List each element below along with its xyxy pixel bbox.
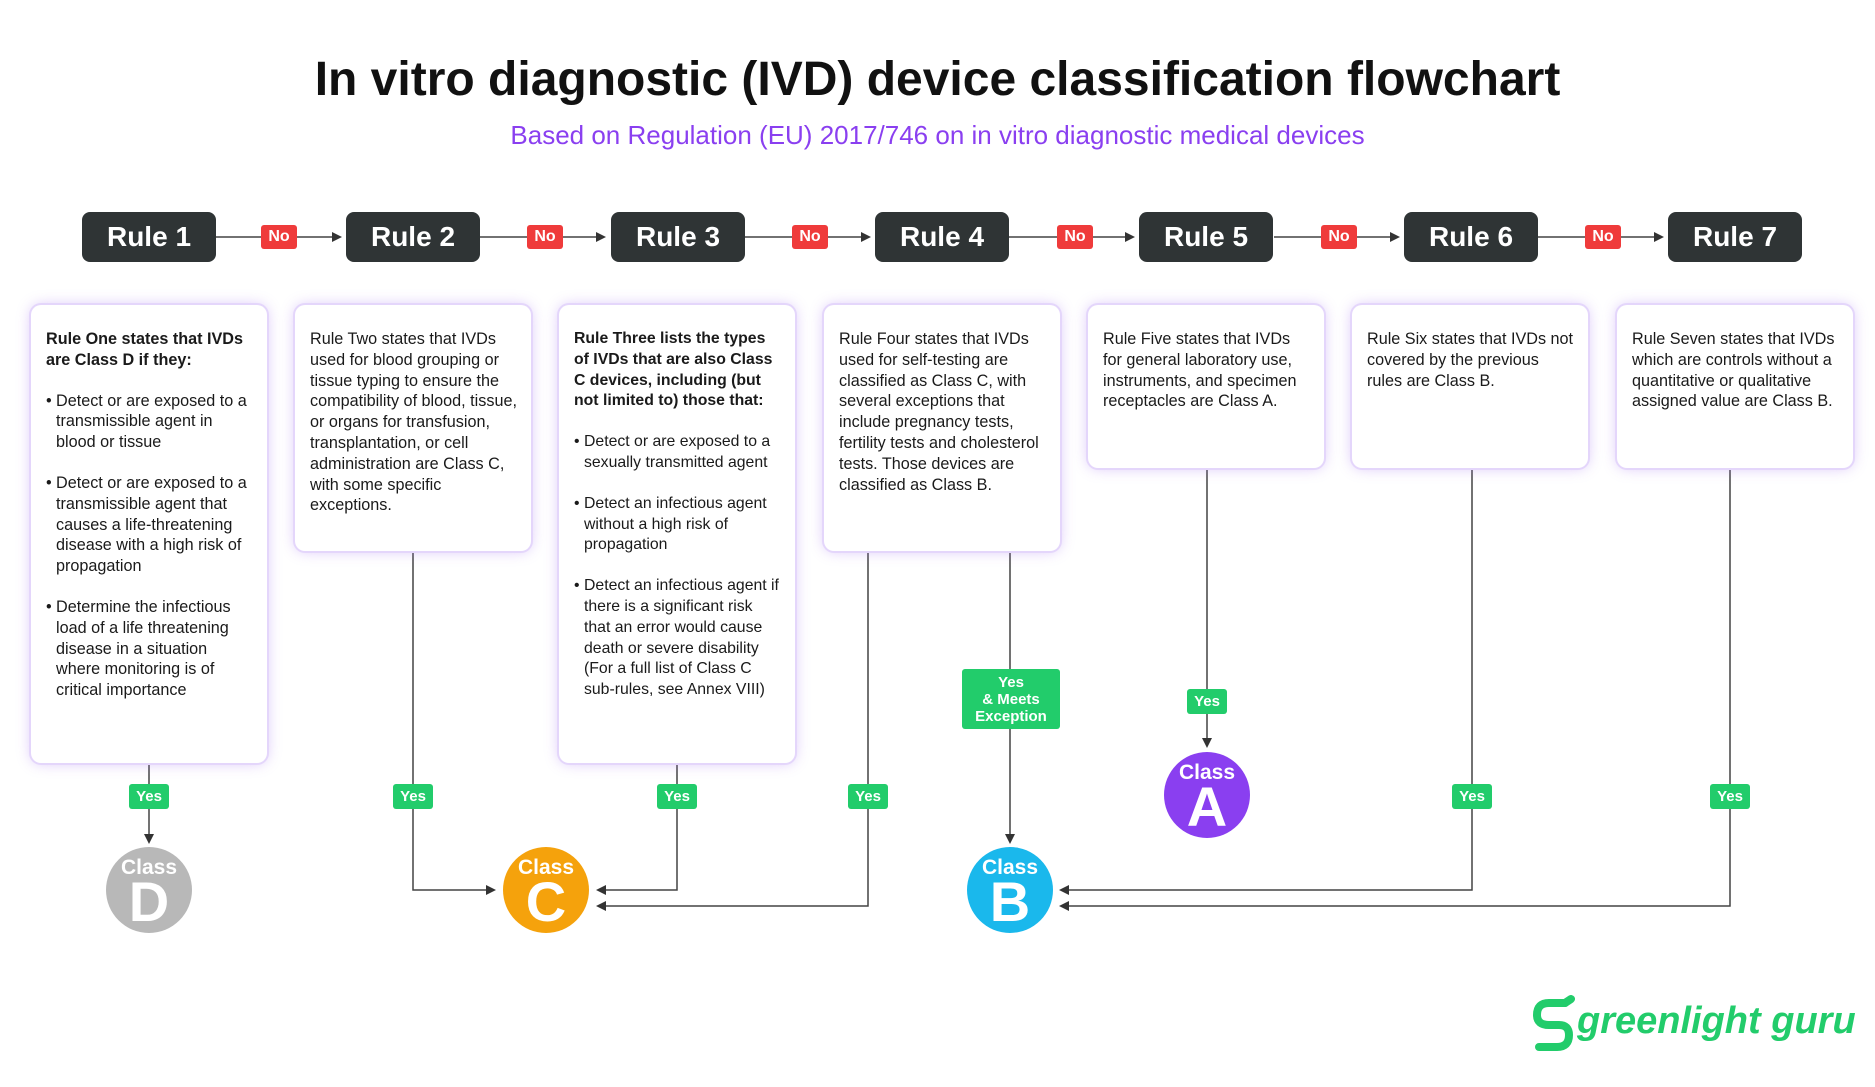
rule-2-box: Rule 2 — [346, 212, 480, 262]
rule-6-box: Rule 6 — [1404, 212, 1538, 262]
class-d-word: Class — [120, 856, 178, 879]
rule-1-bullet: Determine the infectious load of a life … — [46, 597, 253, 701]
class-a-word: Class — [1178, 761, 1236, 784]
rule-3-lead: Rule Three lists the types of IVDs that … — [574, 330, 773, 410]
no-tag-4-5: No — [1057, 225, 1093, 249]
class-b-letter: B — [989, 870, 1031, 933]
rule-4-card: Rule Four states that IVDs used for self… — [824, 305, 1060, 551]
class-d-letter: D — [128, 870, 170, 933]
no-tag-5-6: No — [1321, 225, 1357, 249]
rule-3-box: Rule 3 — [611, 212, 745, 262]
yes-tag-rule-3: Yes — [657, 784, 697, 809]
yes-tag-rule-7: Yes — [1710, 784, 1750, 809]
rule-3-card: Rule Three lists the types of IVDs that … — [559, 305, 795, 763]
class-c-word: Class — [517, 856, 575, 879]
page-title: In vitro diagnostic (IVD) device classif… — [314, 53, 1561, 106]
rule-1-lead: Rule One states that IVDs are Class D if… — [46, 330, 244, 369]
rule-5-text: Rule Five states that IVDs for general l… — [1103, 330, 1297, 411]
class-a-letter: A — [1186, 775, 1228, 838]
rule-1-bullet: Detect or are exposed to a transmissible… — [46, 391, 253, 453]
class-b-word: Class — [981, 856, 1039, 879]
rule-2-card: Rule Two states that IVDs used for blood… — [295, 305, 531, 551]
class-d-circle: Class D — [106, 847, 192, 933]
rule-3-bullet: Detect an infectious agent if there is a… — [574, 576, 781, 701]
rule-6-text: Rule Six states that IVDs not covered by… — [1367, 330, 1574, 390]
rule-6-card: Rule Six states that IVDs not covered by… — [1352, 305, 1588, 468]
class-a-circle: Class A — [1164, 752, 1250, 838]
yes-tag-rule-4: Yes — [848, 784, 888, 809]
rule-1-box: Rule 1 — [82, 212, 216, 262]
no-tag-1-2: No — [261, 225, 297, 249]
rule-1-card: Rule One states that IVDs are Class D if… — [31, 305, 267, 763]
class-b-circle: Class B — [967, 847, 1053, 933]
rule-3-bullets: Detect or are exposed to a sexually tran… — [574, 432, 781, 701]
rule-3-bullet: Detect or are exposed to a sexually tran… — [574, 432, 781, 474]
class-c-letter: C — [525, 870, 567, 933]
yes-tag-rule-1: Yes — [129, 784, 169, 809]
rule-7-text: Rule Seven states that IVDs which are co… — [1632, 330, 1835, 411]
yes-tag-rule-2: Yes — [393, 784, 433, 809]
no-tag-3-4: No — [792, 225, 828, 249]
rule-7-card: Rule Seven states that IVDs which are co… — [1617, 305, 1853, 468]
yes-exception-tag-rule-4: Yes & Meets Exception — [962, 669, 1060, 729]
class-c-circle: Class C — [503, 847, 589, 933]
rule-2-text: Rule Two states that IVDs used for blood… — [310, 330, 517, 515]
yes-tag-rule-6: Yes — [1452, 784, 1492, 809]
brand-name: greenlight guru — [1577, 1000, 1856, 1042]
no-tag-2-3: No — [527, 225, 563, 249]
no-tag-6-7: No — [1585, 225, 1621, 249]
yes-tag-rule-5: Yes — [1187, 689, 1227, 714]
rule-5-box: Rule 5 — [1139, 212, 1273, 262]
rule-4-text: Rule Four states that IVDs used for self… — [839, 330, 1039, 494]
rule-7-box: Rule 7 — [1668, 212, 1802, 262]
rule-4-box: Rule 4 — [875, 212, 1009, 262]
rule-5-card: Rule Five states that IVDs for general l… — [1088, 305, 1324, 468]
page-subtitle: Based on Regulation (EU) 2017/746 on in … — [510, 120, 1365, 150]
rule-3-bullet: Detect an infectious agent without a hig… — [574, 494, 781, 556]
greenlight-guru-logo-icon — [1533, 995, 1575, 1051]
rule-1-bullet: Detect or are exposed to a transmissible… — [46, 473, 253, 577]
rule-1-bullets: Detect or are exposed to a transmissible… — [46, 391, 253, 701]
